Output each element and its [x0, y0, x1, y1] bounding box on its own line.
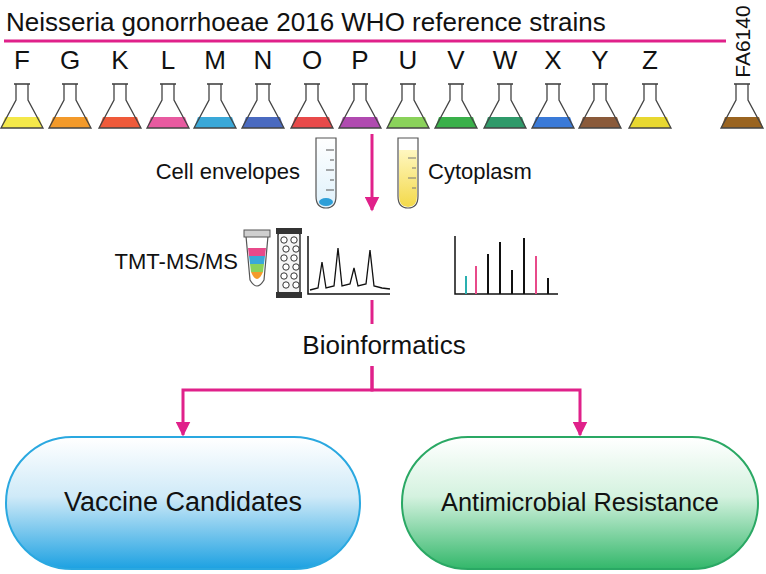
tube-cytoplasm	[398, 138, 418, 208]
flow-connector	[372, 366, 580, 435]
culture-flask	[291, 84, 333, 128]
strain-letter: K	[111, 46, 128, 75]
flow-arrow	[371, 134, 374, 210]
strain-letter: P	[351, 46, 368, 75]
culture-flask	[194, 84, 236, 128]
strain-letter: G	[60, 46, 80, 75]
outcome-pill: Antimicrobial Resistance	[401, 436, 759, 570]
culture-flask	[147, 84, 189, 128]
strain-letter: V	[447, 46, 464, 75]
culture-flask	[435, 84, 477, 128]
strain-letter: M	[204, 46, 226, 75]
strain-letter: O	[302, 46, 322, 75]
culture-flask	[721, 84, 763, 128]
culture-flask	[484, 84, 526, 128]
strain-letter: W	[493, 46, 518, 75]
node-text: Vaccine Candidates	[64, 487, 302, 518]
ms-spectrum	[455, 236, 558, 294]
outcome-pill: Vaccine Candidates	[5, 436, 361, 570]
figure-title: Neisseria gonorrhoeae 2016 WHO reference…	[6, 8, 606, 37]
fraction-label: Cytoplasm	[428, 160, 532, 184]
strain-letter: N	[254, 46, 273, 75]
fraction-label: Cell envelopes	[156, 160, 300, 184]
flow-line	[371, 300, 374, 324]
method-label: TMT-MS/MS	[115, 250, 238, 274]
culture-flask	[629, 84, 671, 128]
strain-letter: Y	[591, 46, 608, 75]
culture-flask	[532, 84, 574, 128]
culture-flask	[579, 84, 621, 128]
node-text: Bioinformatics	[302, 331, 465, 361]
strain-letter: X	[544, 46, 561, 75]
lc-column	[276, 228, 302, 298]
culture-flask	[242, 84, 284, 128]
strain-letter: U	[399, 46, 418, 75]
flask-row	[1, 84, 763, 128]
strain-letter: L	[161, 46, 175, 75]
tmt-tube	[244, 230, 270, 286]
culture-flask	[49, 84, 91, 128]
node-text: Antimicrobial Resistance	[441, 488, 719, 517]
culture-flask	[1, 84, 43, 128]
strain-letter: F	[14, 46, 30, 75]
culture-flask	[387, 84, 429, 128]
process-step: Bioinformatics	[296, 328, 471, 364]
title-rule	[4, 40, 726, 43]
tube-cell-envelopes	[316, 138, 336, 208]
strain-name: FA6140	[730, 6, 753, 78]
culture-flask	[99, 84, 141, 128]
strain-letter: Z	[642, 46, 658, 75]
chromatogram	[308, 236, 390, 294]
flow-connector	[183, 366, 372, 435]
culture-flask	[339, 84, 381, 128]
